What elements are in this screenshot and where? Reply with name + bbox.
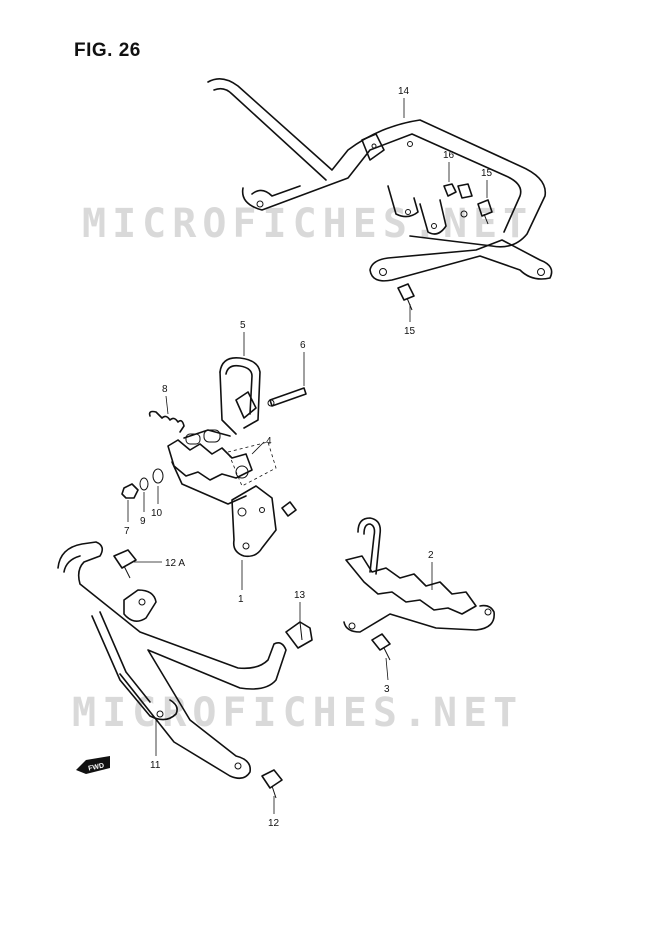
fwd-label: FWD bbox=[88, 762, 105, 772]
part-3-bolt bbox=[371, 633, 391, 661]
part-13-cap bbox=[285, 621, 313, 649]
part-16-grommet bbox=[443, 183, 457, 197]
part-12a-bolt bbox=[113, 549, 137, 579]
callout-8: 8 bbox=[162, 384, 168, 395]
fwd-arrow-icon: FWD bbox=[76, 756, 110, 774]
callout-3: 3 bbox=[384, 684, 390, 695]
callout-9: 9 bbox=[140, 516, 146, 527]
part-6-pivot-pin bbox=[267, 387, 307, 407]
callout-10: 10 bbox=[151, 508, 163, 519]
callout-2: 2 bbox=[428, 550, 434, 561]
part-8-spring bbox=[148, 410, 185, 433]
watermark-top: MICROFICHES.NET bbox=[82, 201, 534, 247]
part-15-bolt-lower bbox=[397, 283, 415, 311]
part-15-bolt-upper bbox=[477, 199, 493, 225]
part-10-washer bbox=[152, 468, 164, 484]
part-14-carrier-frame bbox=[207, 78, 553, 282]
callout-12a: 12 A bbox=[165, 558, 185, 569]
part-7-nut bbox=[121, 483, 139, 499]
callout-5: 5 bbox=[240, 320, 246, 331]
callout-15-lower: 15 bbox=[404, 326, 416, 337]
part-1-holder-plate bbox=[231, 485, 297, 558]
part-5-step-bracket bbox=[219, 356, 261, 435]
callout-4: 4 bbox=[266, 436, 272, 447]
callout-16: 16 bbox=[443, 150, 455, 161]
part-12-bolt bbox=[261, 769, 283, 799]
callout-12: 12 bbox=[268, 818, 280, 829]
callout-6: 6 bbox=[300, 340, 306, 351]
callout-7: 7 bbox=[124, 526, 130, 537]
callout-1: 1 bbox=[238, 594, 244, 605]
part-11-guard-bar bbox=[57, 541, 287, 780]
callout-14: 14 bbox=[398, 86, 410, 97]
callout-13: 13 bbox=[294, 590, 306, 601]
part-4-footrest bbox=[167, 429, 277, 505]
part-9-washer bbox=[139, 477, 149, 491]
part-2-footrest-right bbox=[343, 517, 495, 633]
leader-lines bbox=[127, 98, 488, 814]
callout-15-upper: 15 bbox=[481, 168, 493, 179]
callout-11: 11 bbox=[150, 760, 161, 771]
figure-title: FIG. 26 bbox=[74, 40, 141, 61]
